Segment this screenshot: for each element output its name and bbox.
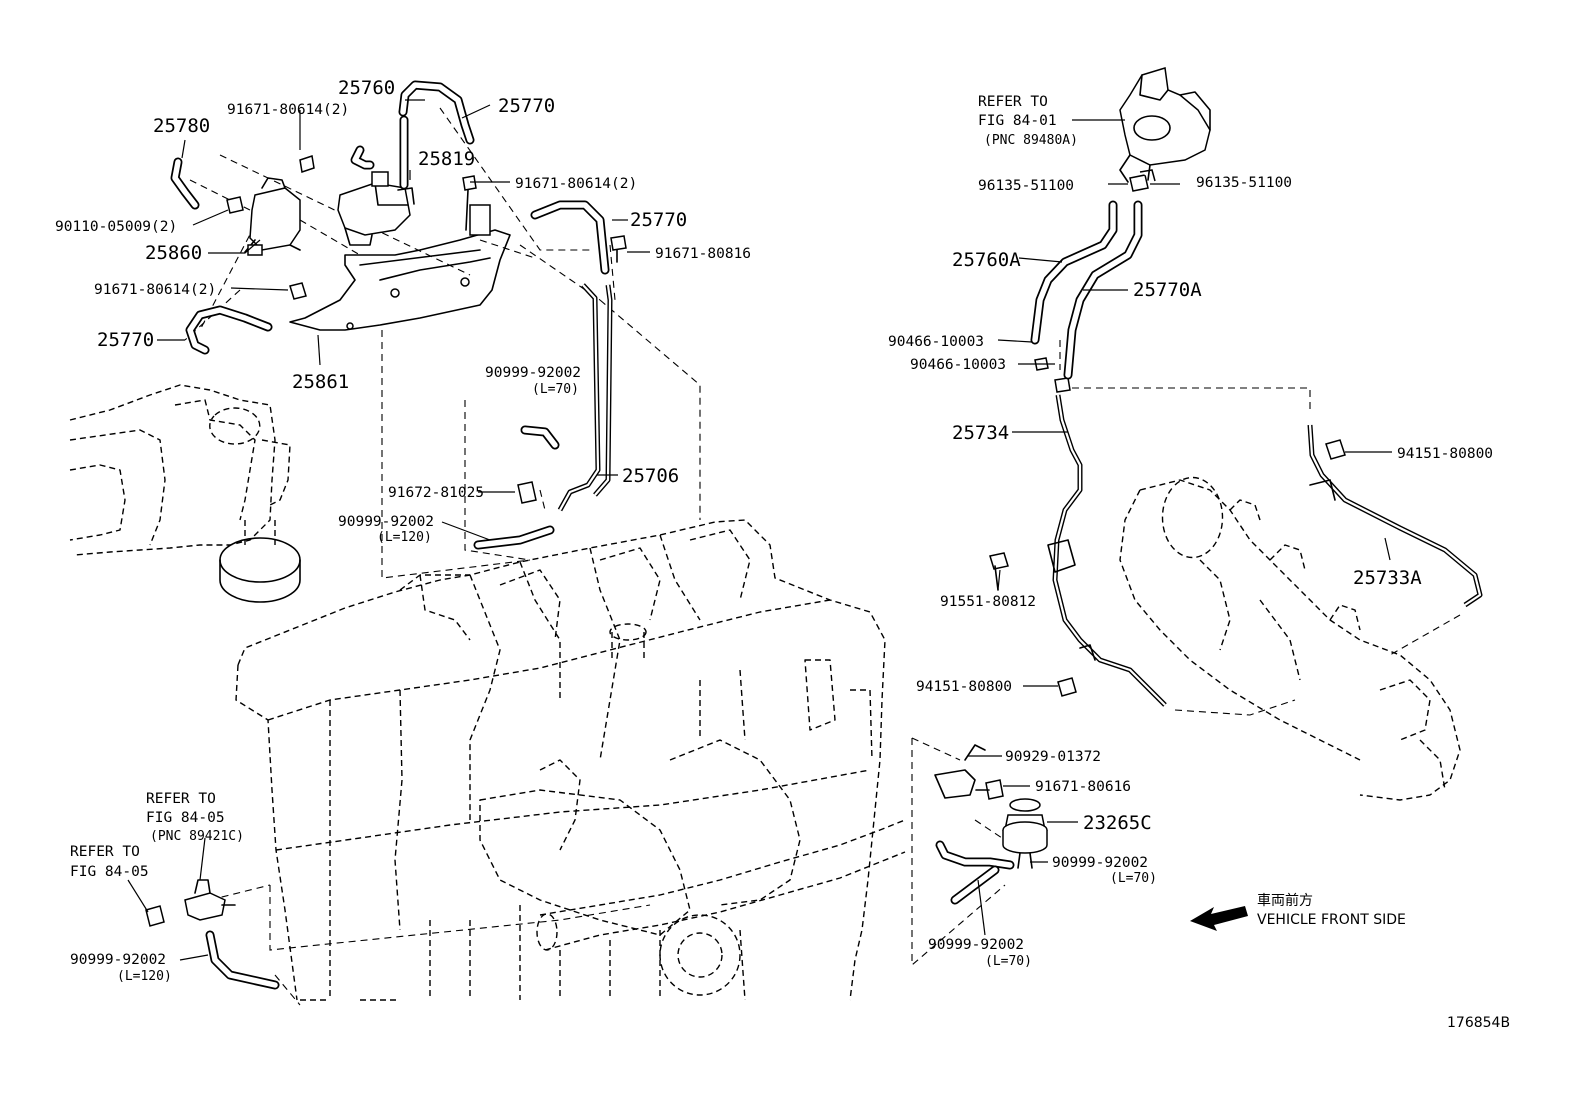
labels: 25760 25770 25780 91671-80614(2) 25819 9… [55, 77, 1510, 1031]
part-25706: 25706 [622, 465, 679, 487]
part-90999-92002-b-length: (L=120) [377, 530, 432, 545]
leader-lines [127, 99, 1392, 961]
sensor-illustration [184, 879, 236, 921]
part-91672-81025: 91672-81025 [388, 485, 484, 501]
part-25733A: 25733A [1353, 567, 1422, 589]
part-90999-92002-d: 90999-92002 [928, 937, 1024, 953]
part-94151-80800-a: 94151-80800 [1397, 446, 1493, 462]
part-25760: 25760 [338, 77, 395, 99]
part-90999-92002-e-length: (L=120) [117, 969, 172, 984]
part-25861: 25861 [292, 371, 349, 393]
dashed-guides [184, 107, 1461, 1006]
part-25770-top: 25770 [498, 95, 555, 117]
hoses [170, 80, 1143, 990]
part-23265C: 23265C [1083, 812, 1152, 834]
part-25734: 25734 [952, 422, 1009, 444]
part-96135-51100-b: 96135-51100 [1196, 175, 1292, 191]
right-component-illustration [1119, 476, 1461, 801]
direction-label-jp: 車両前方 [1257, 892, 1313, 909]
refer-fig-84-05-a-pnc: (PNC 89421C) [150, 829, 244, 844]
part-90466-10003-b: 90466-10003 [910, 357, 1006, 373]
part-90466-10003-a: 90466-10003 [888, 334, 984, 350]
part-25780: 25780 [153, 115, 210, 137]
vsv-assembly [244, 171, 511, 331]
part-90110-05009: 90110-05009(2) [55, 219, 177, 235]
part-90999-92002-a: 90999-92002 [485, 365, 581, 381]
refer-fig-84-05-b-line2: FIG 84-05 [70, 864, 149, 880]
part-91551-80812: 91551-80812 [940, 594, 1036, 610]
part-91671-80616: 91671-80616 [1035, 779, 1131, 795]
part-90929-01372: 90929-01372 [1005, 749, 1101, 765]
bolts [145, 155, 1346, 927]
part-91671-80614-a: 91671-80614(2) [227, 102, 349, 118]
part-90999-92002-c: 90999-92002 [1052, 855, 1148, 871]
pipes [557, 283, 1483, 707]
part-25770-left: 25770 [97, 329, 154, 351]
part-90999-92002-d-length: (L=70) [985, 954, 1032, 969]
refer-fig-84-01-line1: REFER TO [978, 94, 1048, 110]
part-25860: 25860 [145, 242, 202, 264]
refer-fig-84-05-a-line1: REFER TO [146, 791, 216, 807]
engine-illustration [235, 519, 906, 1001]
part-94151-80800-b: 94151-80800 [916, 679, 1012, 695]
part-25760A: 25760A [952, 249, 1021, 271]
part-91671-80614-c: 91671-80614(2) [94, 282, 216, 298]
refer-fig-84-01-pnc: (PNC 89480A) [984, 133, 1078, 148]
part-25770-mid: 25770 [630, 209, 687, 231]
part-90999-92002-e: 90999-92002 [70, 952, 166, 968]
part-96135-51100-a: 96135-51100 [978, 178, 1074, 194]
vsv-23265c-illustration [934, 744, 1048, 869]
part-91671-80816: 91671-80816 [655, 246, 751, 262]
front-direction-arrow-icon [1190, 906, 1248, 931]
part-25770A: 25770A [1133, 279, 1202, 301]
part-90999-92002-a-length: (L=70) [532, 382, 579, 397]
refer-fig-84-05-b-line1: REFER TO [70, 844, 140, 860]
part-25819: 25819 [418, 148, 475, 170]
diagram-id: 176854B [1447, 1015, 1510, 1031]
refer-fig-84-01-line2: FIG 84-01 [978, 113, 1057, 129]
part-91671-80614-b: 91671-80614(2) [515, 176, 637, 192]
refer-fig-84-05-a-line2: FIG 84-05 [146, 810, 225, 826]
direction-label-en: VEHICLE FRONT SIDE [1257, 912, 1406, 928]
part-90999-92002-b: 90999-92002 [338, 514, 434, 530]
left-component-illustration [69, 384, 301, 603]
part-90999-92002-c-length: (L=70) [1110, 871, 1157, 886]
fuel-pump-illustration [1119, 67, 1211, 183]
